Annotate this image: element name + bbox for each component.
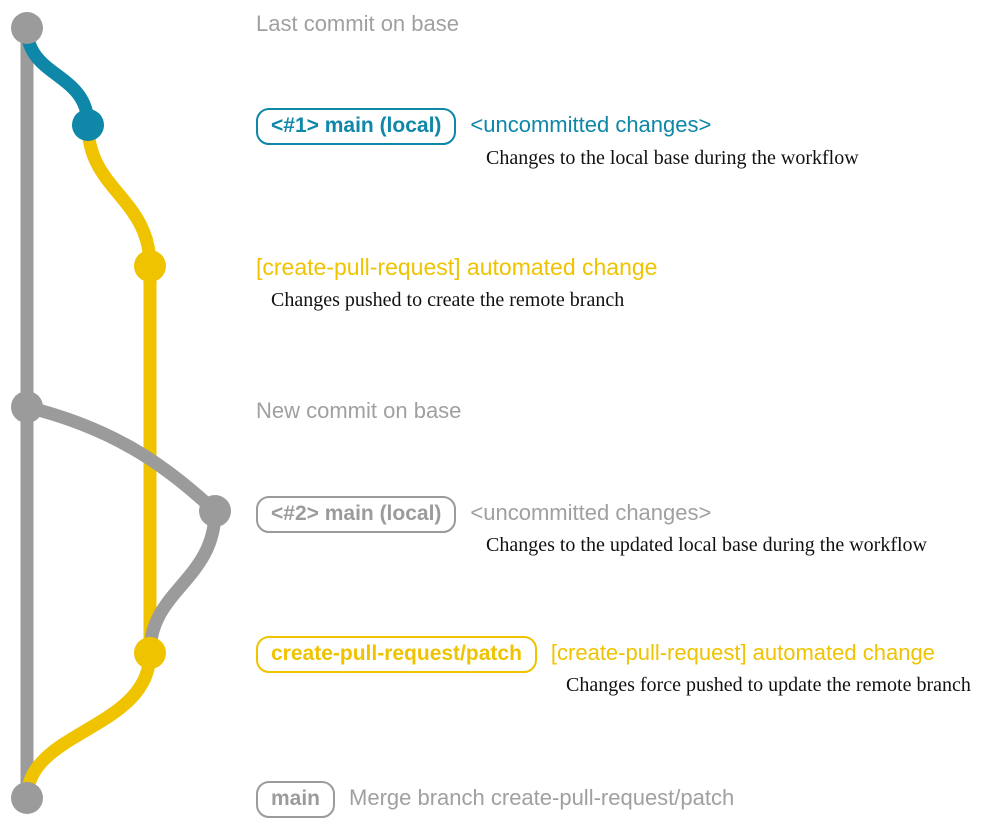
commit-subject-uncommitted-1: <uncommitted changes> (470, 112, 712, 137)
ref-badge-main-local-1[interactable]: <#1> main (local) (256, 108, 457, 145)
entry-local-uncommitted-2: <#2> main (local) <uncommitted changes> (256, 496, 711, 533)
commit-node-patch-create[interactable] (134, 250, 166, 282)
commit-note-automated-change-create: Changes pushed to create the remote bran… (271, 289, 625, 311)
commit-node-base-merge[interactable] (11, 782, 43, 814)
entry-local-uncommitted-1: <#1> main (local) <uncommitted changes> (256, 108, 711, 145)
edge-basenew-to-local2 (20, 400, 222, 518)
commit-subject-merge: Merge branch create-pull-request/patch (349, 785, 735, 810)
commit-note-automated-change-update: Changes force pushed to update the remot… (566, 674, 971, 696)
ref-badge-main-local-2[interactable]: <#2> main (local) (256, 496, 457, 533)
commit-subject-automated-change-create: [create-pull-request] automated change (256, 254, 658, 280)
commit-subject-uncommitted-2: <uncommitted changes> (470, 500, 712, 525)
commit-node-base-head[interactable] (11, 12, 43, 44)
entry-new-commit-on-base: New commit on base (256, 398, 461, 424)
commit-node-base-new[interactable] (11, 391, 43, 423)
caption-new-commit-on-base: New commit on base (256, 398, 462, 423)
edge-patch-update-to-merge (20, 646, 157, 805)
edge-local1-to-patch-create (81, 118, 157, 273)
entry-automated-change-update: create-pull-request/patch [create-pull-r… (256, 636, 935, 673)
caption-last-commit-on-base: Last commit on base (256, 11, 459, 36)
commit-subject-automated-change-update: [create-pull-request] automated change (550, 640, 935, 665)
commit-note-uncommitted-2: Changes to the updated local base during… (486, 534, 927, 556)
commit-note-uncommitted-1: Changes to the local base during the wor… (486, 147, 859, 169)
ref-badge-create-pull-request-patch[interactable]: create-pull-request/patch (256, 636, 537, 673)
edge-local2-to-patch-update (143, 504, 222, 660)
commit-node-local-2[interactable] (199, 495, 231, 527)
entry-merge-commit: main Merge branch create-pull-request/pa… (256, 781, 734, 818)
commit-node-patch-update[interactable] (134, 637, 166, 669)
commit-node-local-1[interactable] (72, 109, 104, 141)
ref-badge-main[interactable]: main (256, 781, 336, 818)
entry-last-commit-on-base: Last commit on base (256, 11, 459, 37)
